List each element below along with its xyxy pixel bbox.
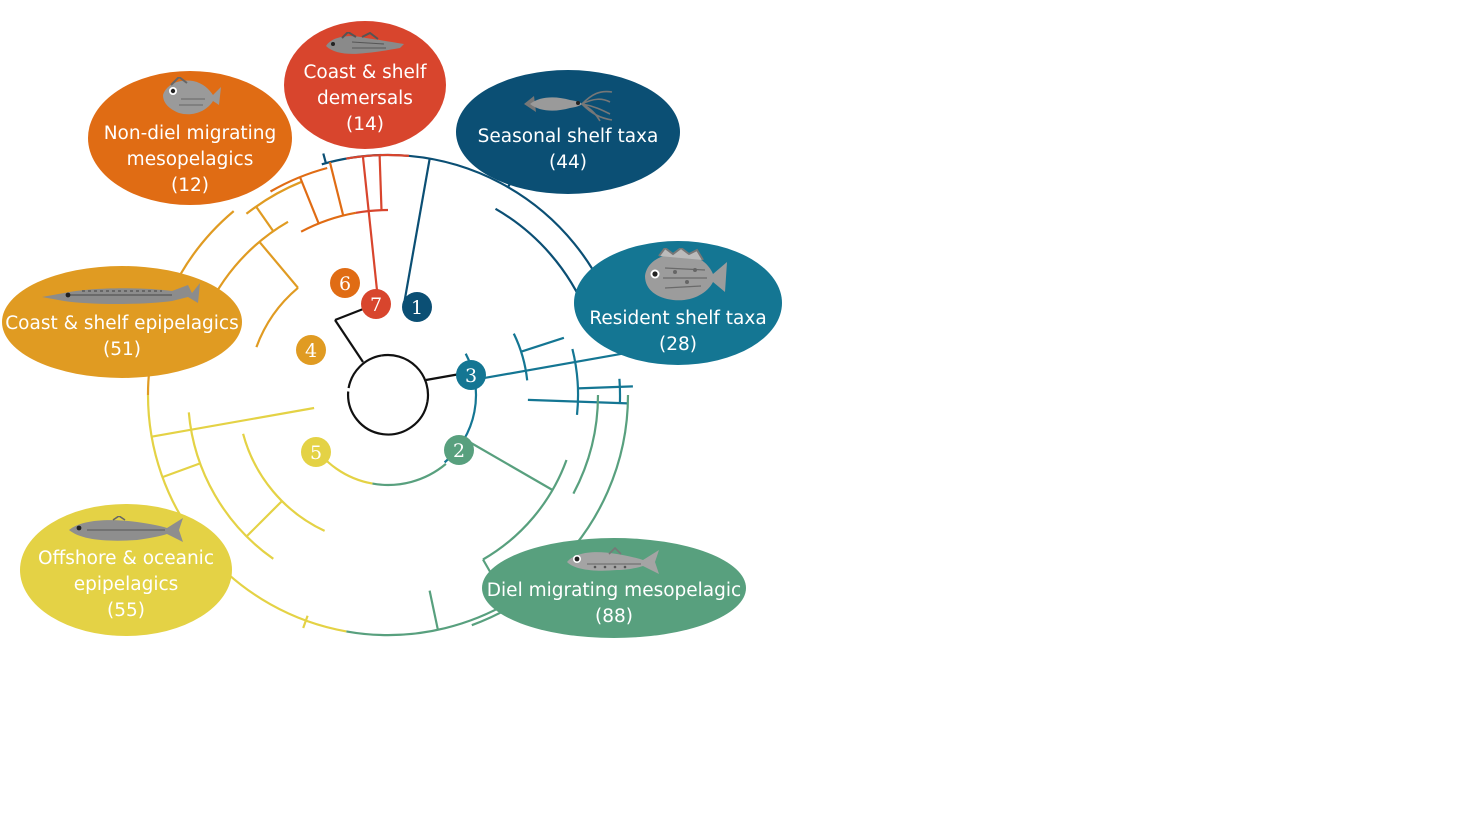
node-6: 6 — [330, 268, 360, 298]
cluster-name-line-1: Coast & shelf epipelagics — [5, 313, 239, 334]
node-circle — [296, 335, 326, 365]
branch-arc — [355, 208, 389, 214]
branch-radial — [378, 155, 383, 211]
branch-radial — [162, 462, 201, 479]
branch-arc — [269, 166, 328, 193]
cluster-name-line-1: Seasonal shelf taxa — [477, 126, 659, 147]
branch-radial — [463, 438, 554, 491]
node-circle — [402, 292, 432, 322]
cluster-label-offshore-oceanic-epipelagics: Offshore & oceanic epipelagics (55) — [20, 504, 232, 636]
node-circle — [361, 289, 391, 319]
branch-radial — [298, 176, 320, 224]
cluster-label-diel-migrating-mesopelagic: Diel migrating mesopelagic (88) — [482, 538, 746, 638]
cluster-name-line-1: Resident shelf taxa — [589, 308, 767, 329]
branch-radial — [402, 158, 431, 307]
branch-radial — [520, 336, 565, 353]
cluster-name-line-2: demersals — [317, 88, 413, 109]
branch-arc — [242, 433, 326, 532]
branch-arc — [255, 286, 299, 348]
saury-icon — [42, 283, 200, 304]
node-number: 7 — [370, 294, 382, 316]
node-4: 4 — [296, 335, 326, 365]
branch-radial — [361, 156, 380, 306]
branch-radial — [328, 161, 345, 216]
cluster-label-resident-shelf-taxa: Resident shelf taxa (28) — [574, 241, 782, 365]
node-circle — [456, 360, 486, 390]
node-number: 6 — [339, 273, 351, 295]
branch-arc — [346, 153, 409, 160]
root-link-3 — [425, 372, 461, 382]
hatchetfish-icon — [163, 77, 221, 115]
cluster-name-line-1: Non-diel migrating — [103, 123, 277, 144]
root-arc — [380, 353, 430, 403]
cluster-label-coast-shelf-epipelagics: Coast & shelf epipelagics (51) — [2, 266, 242, 378]
node-2: 2 — [444, 435, 474, 465]
cluster-label-non-diel-migrating-mesopelagics: Non-diel migrating mesopelagics (12) — [88, 71, 292, 205]
branch-radial — [474, 352, 625, 381]
branch-arc — [300, 211, 357, 233]
branch-radial — [302, 615, 309, 629]
sculpin-icon — [326, 32, 404, 54]
cluster-count: (28) — [659, 334, 697, 355]
cluster-name-line-1: Diel migrating mesopelagic — [486, 580, 742, 601]
branch-arc — [372, 463, 447, 487]
node-circle — [444, 435, 474, 465]
branch-arc — [572, 394, 600, 495]
cluster-name-line-1: Offshore & oceanic — [37, 548, 214, 569]
branch-arc — [245, 180, 303, 215]
branch-arc — [571, 348, 580, 416]
node-1: 1 — [402, 292, 432, 322]
branch-radial — [258, 241, 299, 289]
node-number: 3 — [465, 365, 477, 387]
branch-radial — [577, 385, 633, 390]
lanternfish-icon — [567, 546, 659, 574]
tree-nodes: 1 2 3 4 5 67 — [296, 268, 486, 467]
cluster-count: (88) — [595, 606, 633, 627]
cluster-count: (12) — [171, 175, 209, 196]
branch-radial — [527, 398, 628, 405]
root-arc-bottom — [347, 391, 429, 436]
branch-radial — [245, 500, 283, 538]
branch-arc — [618, 378, 622, 404]
node-number: 5 — [310, 442, 322, 464]
root-arc-left — [347, 354, 382, 389]
cluster-label-seasonal-shelf-taxa: Seasonal shelf taxa (44) — [456, 70, 680, 194]
branch-radial — [255, 205, 275, 232]
branch-arc — [187, 412, 274, 560]
node-circle — [330, 268, 360, 298]
branch-radial — [151, 406, 315, 438]
node-number: 2 — [453, 440, 465, 462]
branch-radial — [428, 590, 439, 631]
squid-icon — [524, 90, 613, 122]
node-number: 4 — [305, 340, 317, 362]
node-7: 7 — [361, 289, 391, 319]
node-3: 3 — [456, 360, 486, 390]
root-link-4 — [334, 319, 364, 363]
cluster-count: (51) — [103, 339, 141, 360]
herring-icon — [69, 516, 183, 542]
node-5: 5 — [301, 437, 331, 467]
cluster-name-line-2: epipelagics — [73, 574, 179, 595]
cluster-label-coast-shelf-demersals: Coast & shelf demersals (14) — [284, 21, 446, 149]
sunfish-icon — [645, 248, 727, 301]
cluster-count: (55) — [107, 600, 145, 621]
cluster-count: (14) — [346, 114, 384, 135]
cluster-name-line-1: Coast & shelf — [303, 62, 427, 83]
cluster-name-line-2: mesopelagics — [126, 149, 254, 170]
branch-radial — [322, 153, 327, 164]
branch-arc — [482, 459, 568, 561]
cluster-count: (44) — [549, 152, 587, 173]
branch-arc — [512, 333, 529, 381]
node-number: 1 — [411, 297, 423, 319]
node-circle — [301, 437, 331, 467]
